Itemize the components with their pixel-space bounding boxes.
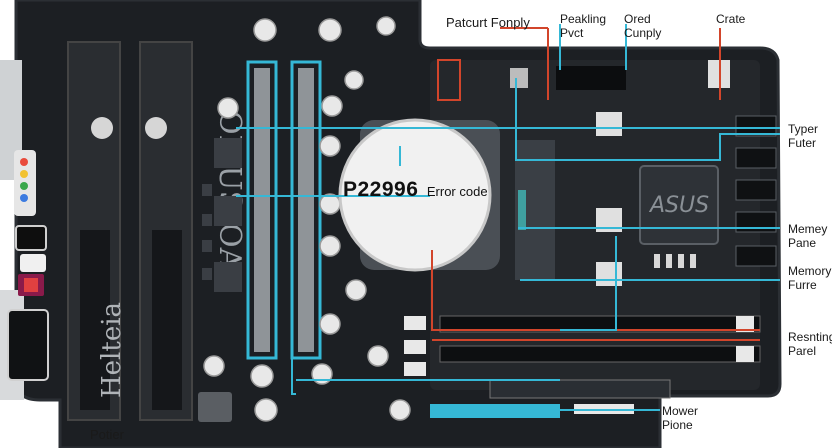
usb-port	[15, 225, 47, 251]
label-ored: Ored Cunply	[624, 12, 661, 40]
label-ored-line2: Cunply	[624, 26, 662, 40]
board-vertical-text: OMUSIOA	[212, 110, 247, 270]
error-code-display: P22996 Error code	[343, 178, 488, 202]
label-mower-line1: Mower	[662, 404, 699, 418]
label-memey-line2: Pane	[788, 236, 817, 250]
m2-slot	[430, 404, 560, 418]
top-header	[556, 66, 626, 90]
label-ored-line1: Ored	[624, 12, 651, 26]
vrm-heatsinks	[67, 41, 193, 421]
error-code: P22996	[343, 178, 419, 201]
label-peakling-line1: Peakling	[560, 12, 607, 26]
ram-slots	[246, 60, 322, 360]
label-memory-line2: Furre	[788, 278, 817, 292]
io-ports	[7, 150, 49, 381]
board-bottom-text: Helteia	[97, 302, 127, 398]
small-chips	[202, 138, 242, 292]
label-resnting-line2: Parel	[788, 344, 817, 358]
ps2-port	[20, 254, 46, 272]
svg-text:ASUS: ASUS	[648, 193, 709, 218]
label-typer-line2: Futer	[788, 136, 817, 150]
error-code-description: Error code	[426, 184, 488, 199]
label-typer: Typer Futer	[788, 122, 818, 150]
red-traces	[431, 27, 760, 341]
label-resnting-line1: Resnting	[788, 330, 832, 344]
label-potier: Potier	[90, 427, 124, 442]
capacitor-icon	[91, 117, 113, 139]
label-typer-line1: Typer	[788, 122, 819, 136]
label-crate: Crate	[716, 12, 746, 26]
label-memory: Memory Furre	[788, 264, 831, 292]
label-mower-line2: Pione	[662, 418, 693, 432]
label-peakling: Peakling Pvct	[560, 12, 606, 40]
cyan-traces	[236, 24, 780, 411]
label-peakling-line2: Pvct	[560, 26, 584, 40]
rj45-port	[7, 309, 49, 381]
label-patcurt: Patcurt Fonply	[446, 15, 530, 30]
label-memey-line1: Memey	[788, 222, 828, 236]
chip-icon	[639, 165, 719, 245]
chipset: ASUS	[639, 165, 719, 268]
label-mower: Mower Pione	[662, 404, 698, 432]
label-memey: Memey Pane	[788, 222, 827, 250]
ram-slot-icon	[246, 60, 278, 360]
label-resnting: Resnting Parel	[788, 330, 832, 358]
label-memory-line1: Memory	[788, 264, 832, 278]
